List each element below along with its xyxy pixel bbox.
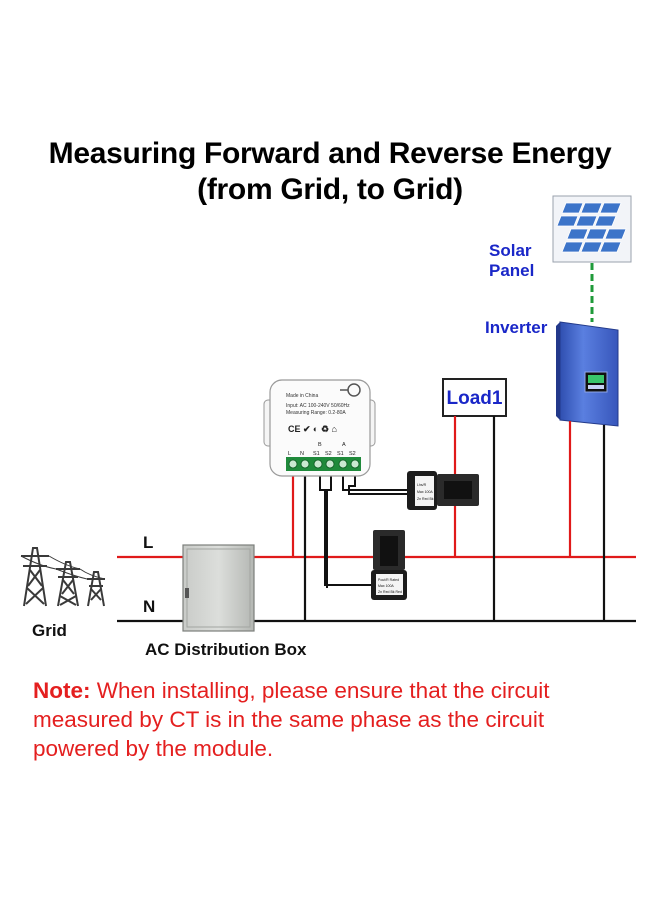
module-cert-marks: CE ✔ ◐ ♻ ⌂ xyxy=(288,424,337,434)
ct-lower-text1: Pout/R Rated xyxy=(378,578,399,582)
ct-b-lead-2 xyxy=(326,470,332,588)
ct-clamp-upper: Lhs/R Max 100A Zn Red Bk xyxy=(407,471,479,510)
terminal-label-s1a: S1 xyxy=(337,451,344,457)
terminal-label-n: N xyxy=(300,451,304,457)
solar-label-line2: Panel xyxy=(489,261,534,280)
energy-meter-module: Made in China Input: AC 100-240V 50/60Hz… xyxy=(263,379,376,477)
installation-note: Note: When installing, please ensure tha… xyxy=(33,676,633,763)
module-group-b: B xyxy=(318,442,322,448)
module-range-spec: Measuring Range: 0.2-80A xyxy=(286,410,346,416)
diagram-title-line2: (from Grid, to Grid) xyxy=(197,173,463,206)
ct-a-lead-2 xyxy=(348,470,407,495)
module-made-in: Made in China xyxy=(286,393,318,399)
line-l-label: L xyxy=(143,533,153,552)
terminal-label-s2a: S2 xyxy=(349,451,356,457)
solar-panel-icon xyxy=(552,195,632,263)
ct-upper-text3: Zn Red Bk xyxy=(417,497,434,501)
load-box xyxy=(442,378,507,417)
load-label: Load1 xyxy=(447,388,503,409)
ct-lower-text2: Max 100A xyxy=(378,584,394,588)
note-text: When installing, please ensure that the … xyxy=(33,678,550,761)
inverter-label: Inverter xyxy=(485,318,548,337)
inverter-icon xyxy=(556,321,619,427)
diagram-title-line1: Measuring Forward and Reverse Energy xyxy=(48,137,612,170)
terminal-label-s1b: S1 xyxy=(313,451,320,457)
ct-upper-text2: Max 100A xyxy=(417,490,433,494)
solar-label-line1: Solar xyxy=(489,241,532,260)
ac-box-label: AC Distribution Box xyxy=(145,640,307,659)
ct-lower-text3: Zn Red Bk Red xyxy=(378,590,402,594)
ct-upper-text1: Lhs/R xyxy=(417,483,427,487)
note-prefix: Note: xyxy=(33,678,91,703)
grid-pylons-icon xyxy=(20,547,106,607)
module-input-spec: Input: AC 100-240V 50/60Hz xyxy=(286,403,350,409)
line-n-label: N xyxy=(143,597,155,616)
ct-clamp-lower: Pout/R Rated Max 100A Zn Red Bk Red xyxy=(371,530,407,600)
ct-a-lead-1 xyxy=(342,470,407,491)
ct-b-lead-1 xyxy=(319,470,371,586)
terminal-label-l: L xyxy=(288,451,291,457)
grid-label: Grid xyxy=(32,621,67,640)
module-group-a: A xyxy=(342,442,346,448)
ac-distribution-box-icon xyxy=(182,544,255,632)
terminal-label-s2b: S2 xyxy=(325,451,332,457)
